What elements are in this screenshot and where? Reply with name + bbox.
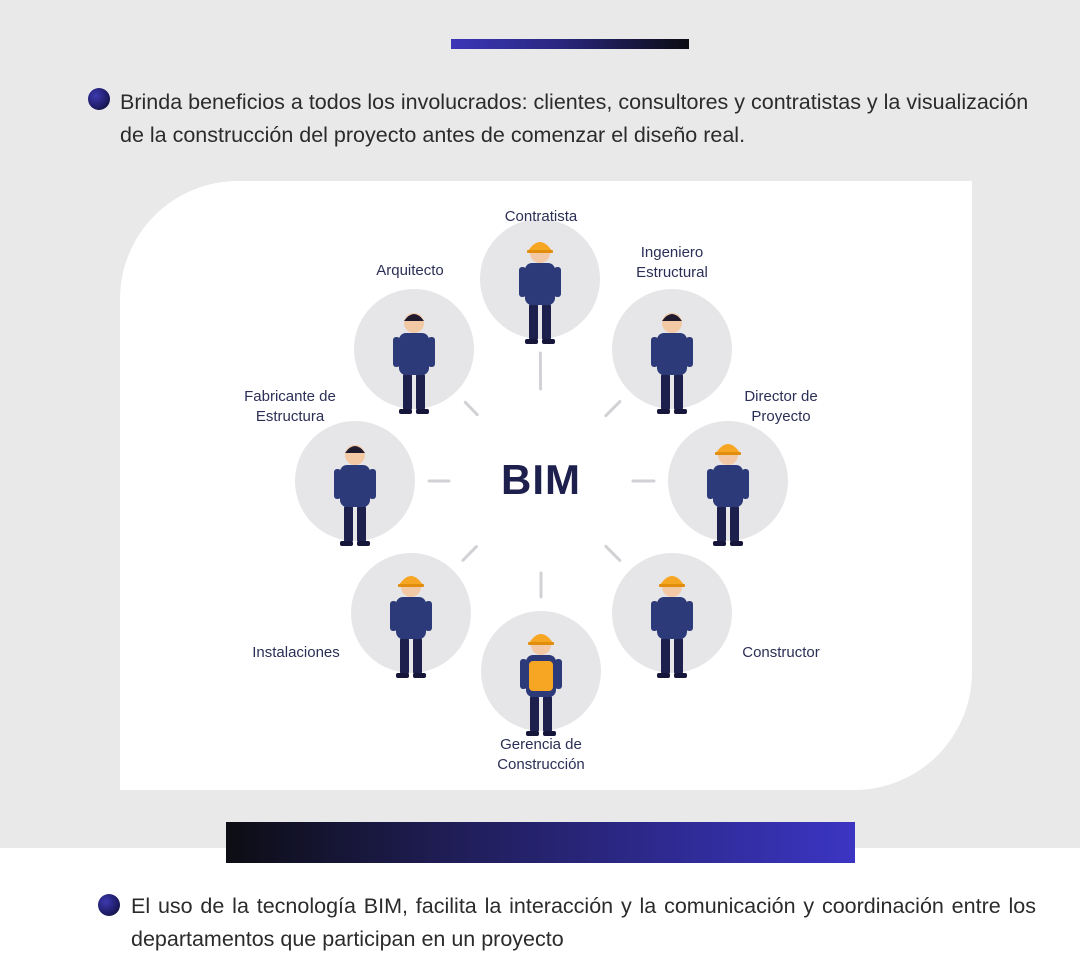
role-label-constructor: Constructor — [742, 644, 820, 661]
top-gradient-bar — [451, 39, 689, 49]
diagram-center-label: BIM — [501, 456, 581, 503]
footer-text: El uso de la tecnología BIM, facilita la… — [131, 894, 1036, 951]
bottom-gradient-bar — [226, 822, 855, 863]
welder-icon — [334, 445, 376, 546]
connector-arquitecto — [463, 400, 479, 417]
bottom-section — [0, 848, 1080, 959]
role-label-fabricante-de-estructura: Fabricante de Estructura — [244, 388, 336, 425]
connector-instalaciones — [461, 545, 478, 562]
intro-text: Brinda beneficios a todos los involucrad… — [120, 90, 1029, 147]
role-node-director-de-proyecto — [668, 421, 788, 546]
project-director-icon — [707, 444, 749, 546]
bullet-icon — [98, 894, 120, 916]
connector-ingeniero-estructural — [604, 400, 622, 418]
connector-constructor — [604, 544, 622, 562]
role-node-fabricante-de-estructura — [295, 421, 415, 546]
role-label-arquitecto: Arquitecto — [376, 262, 444, 279]
role-node-ingeniero-estructural — [612, 289, 732, 414]
role-node-gerencia-de-construccion — [481, 611, 601, 736]
role-label-gerencia-de-construccion: Gerencia de Construcción — [497, 736, 585, 773]
role-label-ingeniero-estructural: Ingeniero Estructural — [636, 244, 708, 281]
role-label-director-de-proyecto: Director de Proyecto — [744, 388, 818, 425]
builder-icon — [651, 576, 693, 678]
construction-manager-icon — [520, 634, 562, 736]
architect-icon — [393, 313, 435, 414]
bim-diagram — [295, 219, 788, 736]
bullet-icon — [88, 88, 110, 110]
role-node-arquitecto — [354, 289, 474, 414]
role-node-constructor — [612, 553, 732, 678]
role-label-instalaciones: Instalaciones — [252, 644, 340, 661]
engineer-icon — [651, 313, 693, 414]
role-node-instalaciones — [351, 553, 471, 678]
contractor-icon — [519, 242, 561, 344]
role-label-contratista: Contratista — [504, 208, 578, 225]
installer-icon — [390, 576, 432, 678]
role-node-contratista — [480, 219, 600, 344]
